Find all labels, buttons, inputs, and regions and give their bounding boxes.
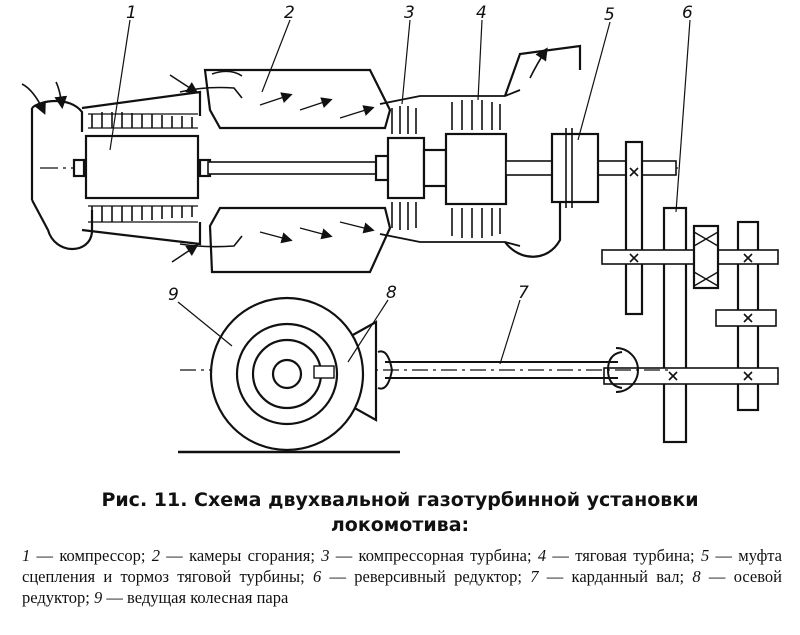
intake-top [31, 99, 84, 132]
legend-text-1: — компрессор; [30, 546, 152, 565]
label-6: 6 [682, 3, 693, 23]
legend-text-7: — карданный вал; [538, 567, 693, 586]
legend-text-5: — муфта сцепления и тормоз тяговой турби… [22, 546, 783, 586]
shaft [207, 161, 389, 175]
label-7: 7 [518, 283, 529, 303]
turbine-schematic: 1 2 3 4 5 6 7 8 9 [21, 3, 779, 454]
legend-text-2: — камеры сгорания; [160, 546, 322, 565]
figure-caption: Рис. 11. Схема двухвальной газотурбинной… [0, 488, 800, 538]
label-1: 1 [126, 3, 137, 23]
combustion-chamber-bottom [208, 206, 392, 274]
caption-line-1: Рис. 11. Схема двухвальной газотурбинной… [101, 489, 699, 511]
legend-text-6: — реверсивный редуктор; [321, 567, 531, 586]
legend-num-3: 3 [321, 546, 330, 565]
legend-num-1: 1 [22, 546, 31, 565]
figure-legend: 1 — компрессор; 2 — камеры сгорания; 3 —… [22, 545, 782, 608]
caption-line-2: локомотива: [330, 514, 470, 536]
label-5: 5 [604, 5, 615, 25]
label-9: 9 [168, 285, 179, 305]
driving-wheelset [209, 296, 365, 452]
legend-num-7: 7 [530, 567, 539, 586]
reversing-gear-1 [624, 140, 644, 316]
reversing-gear-2 [662, 206, 688, 444]
legend-text-4: — тяговая турбина; [546, 546, 701, 565]
label-8: 8 [386, 283, 397, 303]
combustion-chamber-top [203, 68, 392, 130]
legend-num-8: 8 [692, 567, 701, 586]
exhaust-duct [503, 44, 582, 258]
legend-num-9: 9 [94, 588, 103, 607]
legend-text-8: — осевой редуктор; [22, 567, 782, 607]
compressor-rotor [84, 134, 200, 200]
legend-num-6: 6 [312, 567, 322, 586]
clutch-brake [550, 132, 600, 204]
compressor-casing [81, 90, 202, 246]
label-2: 2 [284, 3, 295, 23]
legend-text-9: — ведущая колесная пара [102, 588, 289, 607]
intake-bottom [31, 199, 94, 251]
traction-turbine [444, 132, 508, 206]
legend-num-2: 2 [151, 546, 160, 565]
compressor-turbine [386, 136, 426, 200]
legend-num-4: 4 [537, 546, 547, 565]
legend-text-3: — компрессорная турбина; [329, 546, 538, 565]
legend-num-5: 5 [700, 546, 710, 565]
label-4: 4 [476, 3, 487, 23]
label-3: 3 [404, 3, 415, 23]
